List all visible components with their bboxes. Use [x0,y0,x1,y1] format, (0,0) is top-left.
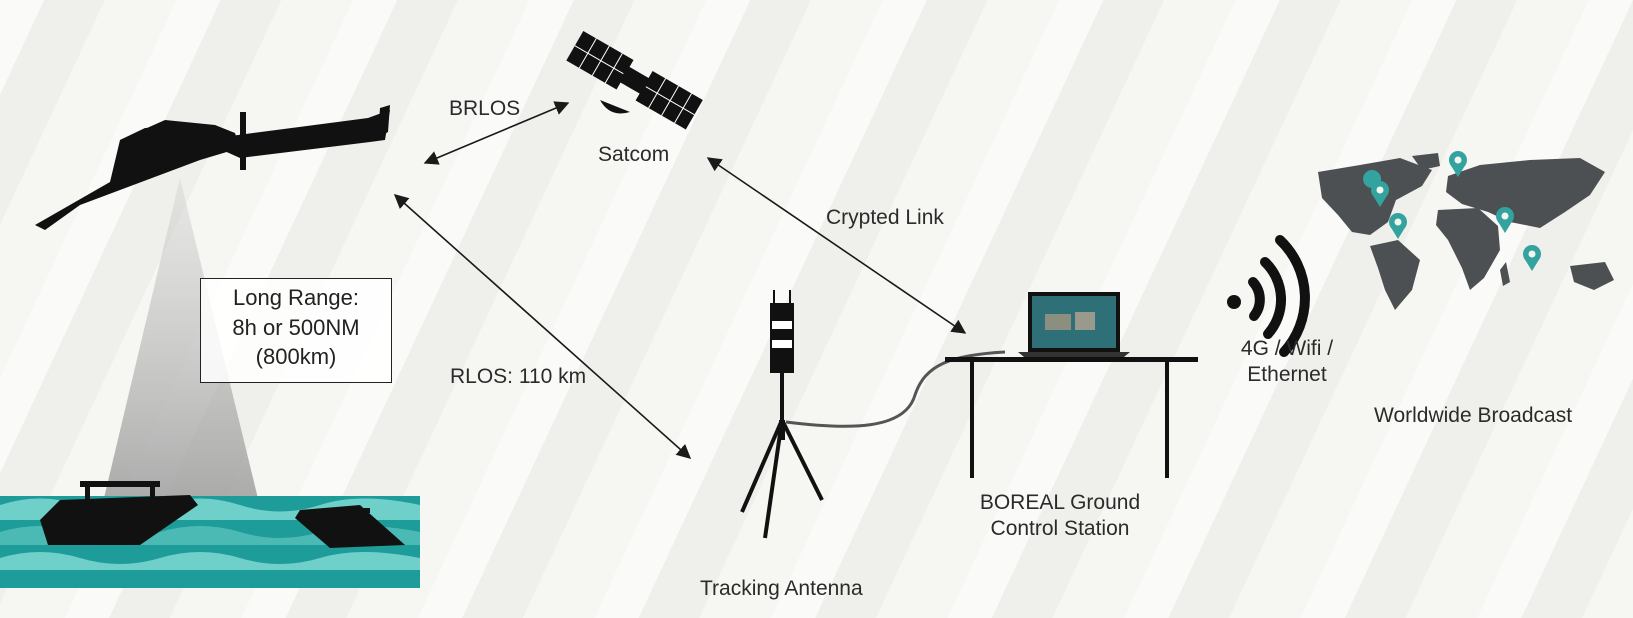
world-map-icon [1318,153,1614,310]
map-pin-holes [1376,156,1536,258]
brlos-label: BRLOS [449,97,521,120]
long-range-box: Long Range: 8h or 500NM (800km) [200,278,392,383]
ground-station-label-line1: BOREAL Ground [979,491,1141,514]
satcom-label: Satcom [598,143,670,166]
drone-icon [35,105,390,230]
worldwide-broadcast-label: Worldwide Broadcast [1374,404,1573,427]
laptop-icon [1018,292,1130,357]
brlos-link-arrow [423,101,570,165]
tracking-antenna-icon [740,290,824,539]
long-range-line3: (800km) [255,344,337,370]
satellite-icon [566,31,703,130]
crypted-link-label: Crypted Link [826,206,944,229]
wireless-icon [1227,235,1310,357]
boat-small-icon [295,505,405,548]
boat-large-icon [40,481,198,545]
ground-station-label-line2: Control Station [990,517,1130,541]
rlos-label: RLOS: 110 km [450,365,587,388]
crypted-link-arrow [706,157,967,334]
ground-station-table [945,357,1198,478]
connectivity-label-line1: 4G / Wifi / [1240,337,1334,360]
tracking-antenna-label: Tracking Antenna [700,577,863,600]
connectivity-label-line2: Ethernet [1247,363,1327,387]
long-range-line1: Long Range: [233,285,359,310]
long-range-line2: 8h or 500NM [232,314,360,340]
sensor-beam [100,178,262,515]
rlos-link-arrow [393,194,692,459]
ground-station-label: BOREAL Ground Control Station [960,490,1160,543]
connectivity-label: 4G / Wifi / Ethernet [1222,336,1352,389]
